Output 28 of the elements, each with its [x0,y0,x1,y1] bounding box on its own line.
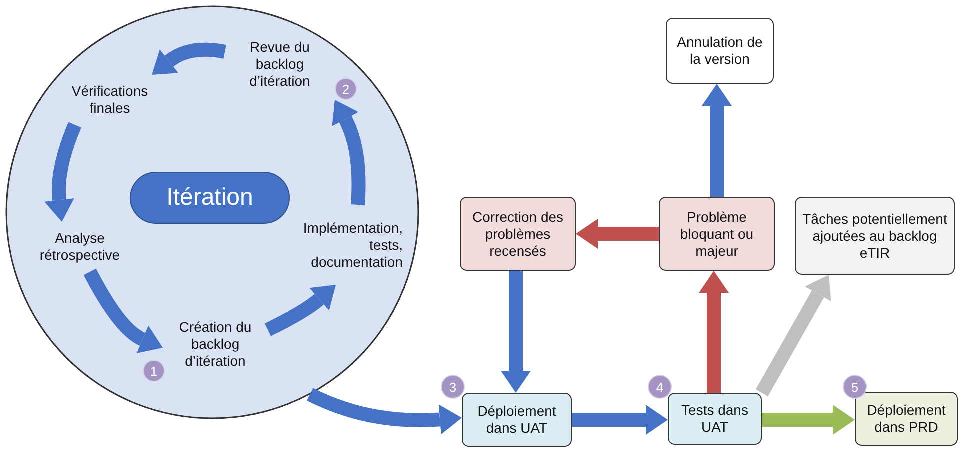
arrow [264,285,336,336]
title-pill: Itération [130,172,290,224]
process-box: Annulation de la version [666,18,774,84]
step-label: Vérifications finales [50,75,170,125]
arrow [699,271,729,393]
arrow [84,268,162,353]
arrow [501,271,531,393]
process-box: Correction des problèmes recensés [460,197,576,271]
arrow [756,275,832,396]
arrow [307,388,462,435]
arrow [576,219,659,249]
arrow [572,405,668,435]
arrow [44,122,82,222]
step-label: Analyse rétrospective [15,222,145,272]
process-box: Problème bloquant ou majeur [659,197,775,271]
arrow [332,100,366,206]
process-box: Tests dans UAT [668,393,762,445]
step-label: Revue du backlog d’itération [225,28,335,100]
step-number-badge: 5 [843,375,867,399]
step-label: Création du backlog d’itération [163,308,268,380]
process-box: Déploiement dans UAT [462,393,572,447]
step-number-badge: 4 [648,375,672,399]
arrow [702,84,732,197]
process-box: Tâches potentiellement ajoutées au backlog eTIR [795,197,955,275]
arrow [151,42,226,74]
arrow [762,405,855,435]
step-number-badge: 3 [441,375,465,399]
process-box: Déploiement dans PRD [855,392,958,446]
